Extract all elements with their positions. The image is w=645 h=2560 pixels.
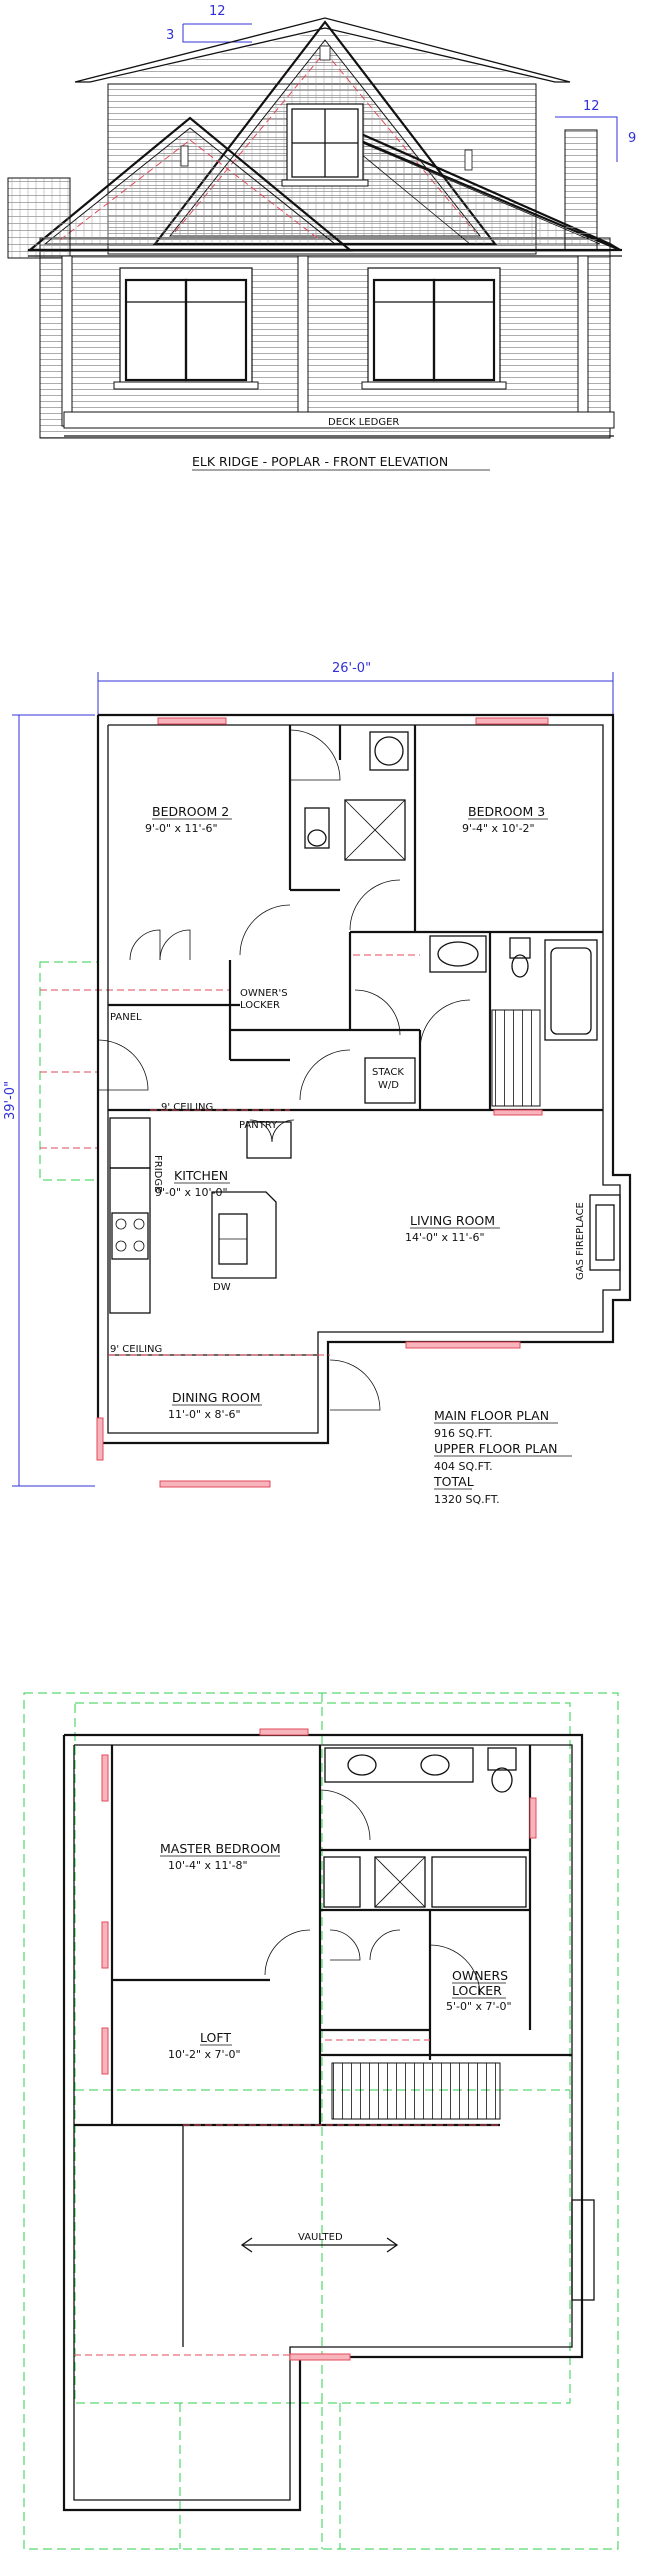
- dw-label: DW: [213, 1282, 231, 1293]
- dining-name: DINING ROOM: [172, 1390, 261, 1405]
- chimney: [564, 129, 598, 251]
- wd-label: W/D: [378, 1080, 399, 1091]
- upper-floor-area-value: 404 SQ.FT.: [434, 1460, 493, 1473]
- locker-name-2: LOCKER: [452, 1983, 502, 1998]
- bedroom3-size: 9'-4" x 10'-2": [462, 822, 535, 835]
- loft-size: 10'-2" x 7'-0": [168, 2048, 241, 2061]
- main-floor-plan: 26'-0" 39'-0": [3, 661, 632, 1506]
- fireplace-label: GAS FIREPLACE: [575, 1202, 586, 1280]
- pantry-label: PANTRY: [239, 1120, 278, 1131]
- kitchen-fixtures: [109, 1109, 292, 1314]
- panel-label: PANEL: [110, 1012, 142, 1023]
- bathroom-fixtures: [304, 731, 598, 1041]
- elevation-title: ELK RIDGE - POPLAR - FRONT ELEVATION: [192, 454, 448, 469]
- left-lower-window: [113, 267, 259, 390]
- depth-dimension: 39'-0": [3, 714, 95, 1487]
- kitchen-size: 9'-0" x 10'-0": [155, 1186, 228, 1199]
- right-lower-window: [361, 267, 507, 390]
- main-gable-roof: [74, 17, 571, 83]
- main-pitch-marker: 12 3: [166, 4, 252, 43]
- dining-size: 11'-0" x 8'-6": [168, 1408, 241, 1421]
- left-gable: [43, 127, 337, 245]
- upper-floor-plan: VAULTED MASTER BEDROOM 10'-4" x 11'-8" L…: [23, 1692, 619, 2550]
- side-pitch-marker: 12 9: [555, 99, 636, 162]
- bedroom2-size: 9'-0" x 11'-6": [145, 822, 218, 835]
- master-name: MASTER BEDROOM: [160, 1841, 281, 1856]
- gable-window: [281, 103, 369, 187]
- bedroom3-name: BEDROOM 3: [468, 804, 545, 819]
- total-area-label: TOTAL: [433, 1474, 474, 1489]
- bedroom2-name: BEDROOM 2: [152, 804, 229, 819]
- right-gable-shingle: [331, 129, 601, 245]
- main-floor-area-value: 916 SQ.FT.: [434, 1427, 493, 1440]
- owners-locker-label-1: OWNER'S: [240, 988, 288, 999]
- main-floor-area-label: MAIN FLOOR PLAN: [434, 1408, 549, 1423]
- fridge-label: FRIDGE: [152, 1155, 163, 1192]
- deck-ledger-label: DECK LEDGER: [328, 417, 399, 428]
- width-dim-label: 26'-0": [332, 661, 371, 676]
- living-size: 14'-0" x 11'-6": [405, 1231, 485, 1244]
- pitch-rise-label: 3: [166, 28, 174, 43]
- depth-dim-label: 39'-0": [3, 1081, 18, 1120]
- total-area-value: 1320 SQ.FT.: [434, 1493, 500, 1506]
- side-pitch-run-label: 12: [583, 99, 600, 114]
- loft-name: LOFT: [200, 2030, 231, 2045]
- vaulted-arrow: VAULTED: [240, 2232, 399, 2253]
- area-summary: MAIN FLOOR PLAN 916 SQ.FT. UPPER FLOOR P…: [433, 1408, 572, 1506]
- kitchen-name: KITCHEN: [174, 1168, 228, 1183]
- side-pitch-rise-label: 9: [628, 131, 636, 146]
- front-elevation: 12 3 12 9: [7, 4, 636, 471]
- vaulted-label: VAULTED: [298, 2232, 343, 2243]
- stack-label: STACK: [372, 1067, 404, 1078]
- living-name: LIVING ROOM: [410, 1213, 495, 1228]
- owners-locker-label-2: LOCKER: [240, 1000, 280, 1011]
- side-shed-roof: [7, 177, 71, 259]
- pitch-run-label: 12: [209, 4, 226, 19]
- width-dimension: 26'-0": [97, 661, 614, 715]
- ceiling-label-1: 9' CEILING: [161, 1102, 213, 1113]
- upper-floor-area-label: UPPER FLOOR PLAN: [434, 1441, 558, 1456]
- locker-name: OWNERS: [452, 1968, 508, 1983]
- master-size: 10'-4" x 11'-8": [168, 1859, 248, 1872]
- ceiling-label-2: 9' CEILING: [110, 1344, 162, 1355]
- locker-size: 5'-0" x 7'-0": [446, 2000, 512, 2013]
